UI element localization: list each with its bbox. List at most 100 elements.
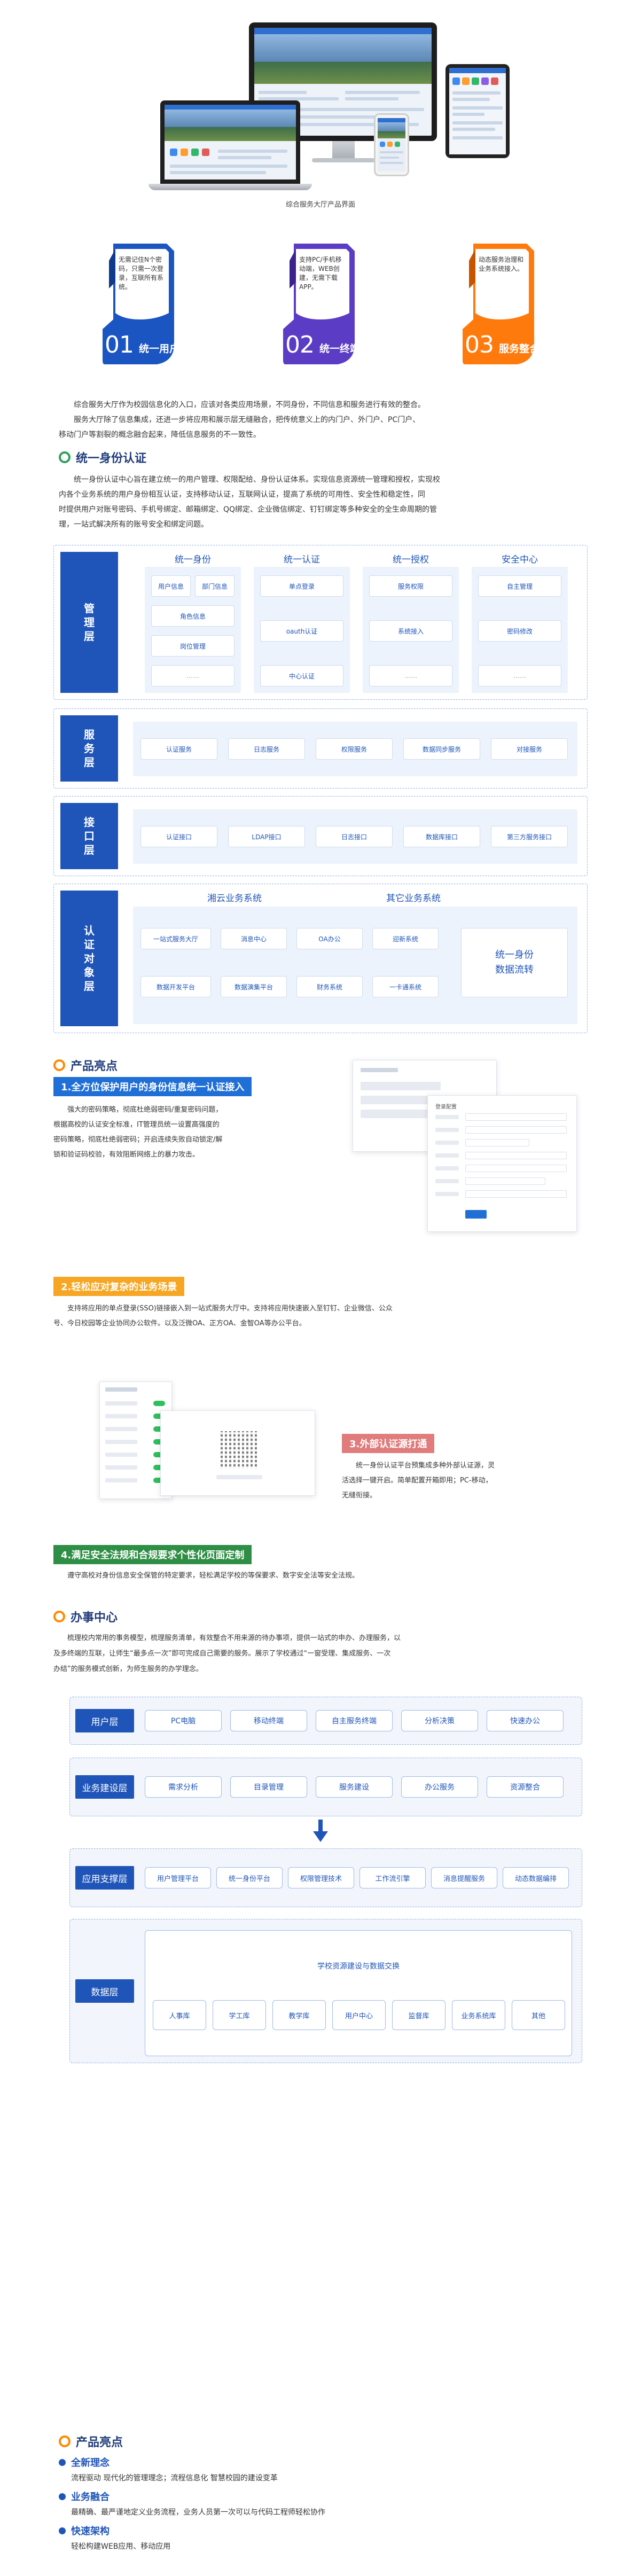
service-items-box: 认证服务 日志服务 权限服务 数据同步服务 对接服务: [133, 722, 577, 776]
chip-log-interface[interactable]: 日志接口: [316, 826, 393, 847]
mock-input: [465, 1165, 567, 1172]
chip-auth-interface[interactable]: 认证接口: [140, 826, 217, 847]
chip-other[interactable]: 其他: [512, 2000, 565, 2030]
bullet-icon: [59, 2527, 66, 2534]
toggle-on-icon: [153, 1465, 165, 1470]
mock-input: [465, 1139, 529, 1146]
chip-system-access[interactable]: 系统接入: [369, 620, 452, 642]
chip-sync-service[interactable]: 数据同步服务: [403, 738, 480, 760]
chip-user-center[interactable]: 用户中心: [332, 2000, 386, 2030]
badge-description: 无需记住N个密码，只需一次登录，互联所有系统。: [119, 256, 164, 291]
hl-line: 无缝衔接。: [342, 1492, 377, 1500]
chip-perm-service[interactable]: 权限服务: [316, 738, 393, 760]
group-head: 安全中心: [502, 555, 538, 565]
chip-auth-service[interactable]: 认证服务: [140, 738, 217, 760]
mock-line: [105, 1465, 137, 1470]
chip-dock-service[interactable]: 对接服务: [491, 738, 568, 760]
group-authorization: 服务权限 系统接入 ……: [363, 567, 459, 693]
objects-box: 一站式服务大厅 消息中心 OA办公 数据开发平台 数据演集平台 财务系统 迎新系…: [133, 907, 577, 1024]
intro-line: 移动门户等割裂的概念融合起来，降低信息服务的不一致性。: [59, 431, 261, 439]
toggle-on-icon: [153, 1452, 165, 1457]
group-identity: 用户信息 部门信息 角色信息 岗位管理 ……: [145, 567, 241, 693]
chip-user-info[interactable]: 用户信息: [151, 575, 191, 597]
group-head: 统一认证: [284, 555, 320, 565]
qr-code-overlay: [221, 1431, 258, 1469]
highlight2-head: 快速架构: [71, 2526, 110, 2537]
chip-data-flow[interactable]: 统一身份数据流转: [461, 928, 568, 997]
chip-oauth[interactable]: oauth认证: [260, 620, 343, 642]
chip-kiosk[interactable]: 自主服务终端: [316, 1710, 393, 1731]
chip-analytics[interactable]: 分析决策: [401, 1710, 478, 1731]
chip-business-db[interactable]: 业务系统库: [452, 2000, 505, 2030]
chip-service-build[interactable]: 服务建设: [316, 1776, 393, 1798]
layer-management: 管理层 统一身份 用户信息 部门信息 角色信息 岗位管理 …… 统一认证 单点登…: [53, 545, 588, 700]
chip-card-system[interactable]: 一卡通系统: [372, 976, 439, 997]
layer-tag: 管理层: [60, 552, 118, 693]
chip-message-reminder[interactable]: 消息提醒服务: [431, 1867, 497, 1888]
group-auth: 单点登录 oauth认证 中心认证: [254, 567, 350, 693]
chip-message-center[interactable]: 消息中心: [221, 928, 287, 949]
mock-line: [105, 1387, 137, 1392]
group-head: 统一授权: [393, 555, 429, 565]
chip-workflow-engine[interactable]: 工作流引擎: [359, 1867, 426, 1888]
chip-post-mgmt[interactable]: 岗位管理: [151, 635, 234, 657]
layer-tag: 认证对象层: [60, 891, 118, 1026]
hl-line: 锁和验证码校验，有效阻断网络上的暴力攻击。: [53, 1151, 200, 1159]
chip-office-service[interactable]: 办公服务: [401, 1776, 478, 1798]
badge-description: 支持PC/手机移动端，WEB创建，无需下载APP。: [299, 256, 342, 291]
chip-pc[interactable]: PC电脑: [145, 1710, 222, 1731]
chip-sso[interactable]: 单点登录: [260, 575, 343, 597]
chip-ldap-interface[interactable]: LDAP接口: [228, 826, 305, 847]
chip-welcome-system[interactable]: 迎新系统: [372, 928, 439, 949]
chip-data-collect-platform[interactable]: 数据演集平台: [221, 976, 287, 997]
chip-dept-info[interactable]: 部门信息: [195, 575, 234, 597]
chip-supervision-db[interactable]: 监督库: [392, 2000, 445, 2030]
office-line: 及多终端的互联，让师生“最多点一次”即可完成自己需要的服务。展示了学校通过“一窗…: [53, 1650, 391, 1658]
chip-permission-tech[interactable]: 权限管理技术: [288, 1867, 354, 1888]
flow-tag: 业务建设层: [75, 1775, 134, 1799]
flow-tag: 数据层: [75, 1979, 134, 2003]
mock-label: [435, 1141, 459, 1145]
flow-tag: 应用支撑层: [75, 1866, 134, 1890]
group-head: 其它业务系统: [386, 893, 441, 904]
chip-service-perm[interactable]: 服务权限: [369, 575, 452, 597]
mock-label: [435, 1179, 459, 1183]
toggle-on-icon: [153, 1401, 165, 1406]
mock-line: [105, 1401, 137, 1406]
chip-quick-office[interactable]: 快速办公: [487, 1710, 564, 1731]
highlight2-desc: 轻松构建WEB应用、移动应用: [71, 2542, 171, 2551]
chip-role-info[interactable]: 角色信息: [151, 605, 234, 627]
chip-thirdparty-interface[interactable]: 第三方服务接口: [491, 826, 568, 847]
chip-requirement-analysis[interactable]: 需求分析: [145, 1776, 222, 1798]
mock-title: 登录配置: [435, 1104, 457, 1110]
badge-shape: [283, 244, 355, 364]
chip-center-auth[interactable]: 中心认证: [260, 665, 343, 686]
chip-identity-platform[interactable]: 统一身份平台: [216, 1867, 283, 1888]
badge-label: 服务整合: [499, 343, 540, 355]
chip-db-interface[interactable]: 数据库接口: [403, 826, 480, 847]
layer-tag: 接口层: [60, 803, 118, 869]
chip-finance-system[interactable]: 财务系统: [296, 976, 363, 997]
chip-teaching-db[interactable]: 教学库: [272, 2000, 326, 2030]
chip-oa-office[interactable]: OA办公: [296, 928, 363, 949]
chip-user-mgmt-platform[interactable]: 用户管理平台: [145, 1867, 211, 1888]
mock-line: [216, 1475, 262, 1479]
chip-self-mgmt[interactable]: 自主管理: [478, 575, 561, 597]
badge-number: 01: [105, 331, 134, 358]
chip-data-dev-platform[interactable]: 数据开发平台: [140, 976, 211, 997]
chip-hr-db[interactable]: 人事库: [153, 2000, 206, 2030]
chip-more: ……: [151, 665, 234, 686]
chip-resource-integration[interactable]: 资源整合: [487, 1776, 564, 1798]
chip-mobile[interactable]: 移动终端: [230, 1710, 307, 1731]
chip-student-db[interactable]: 学工库: [213, 2000, 266, 2030]
chip-dynamic-data[interactable]: 动态数据编排: [503, 1867, 569, 1888]
badge-shape: [463, 244, 534, 364]
chip-log-service[interactable]: 日志服务: [228, 738, 305, 760]
hl-line: 统一身份认证平台预集成多种外部认证源，灵: [356, 1462, 495, 1470]
chip-service-hall[interactable]: 一站式服务大厅: [140, 928, 211, 949]
chip-password-change[interactable]: 密码修改: [478, 620, 561, 642]
chip-catalog-mgmt[interactable]: 目录管理: [230, 1776, 307, 1798]
highlight2-item-2: 业务融合 最精确、最严谨地定义业务流程，业务人员第一次可以与代码工程师轻松协作: [59, 2489, 325, 2517]
mock-line: [105, 1414, 137, 1418]
mock-line: [361, 1096, 441, 1104]
